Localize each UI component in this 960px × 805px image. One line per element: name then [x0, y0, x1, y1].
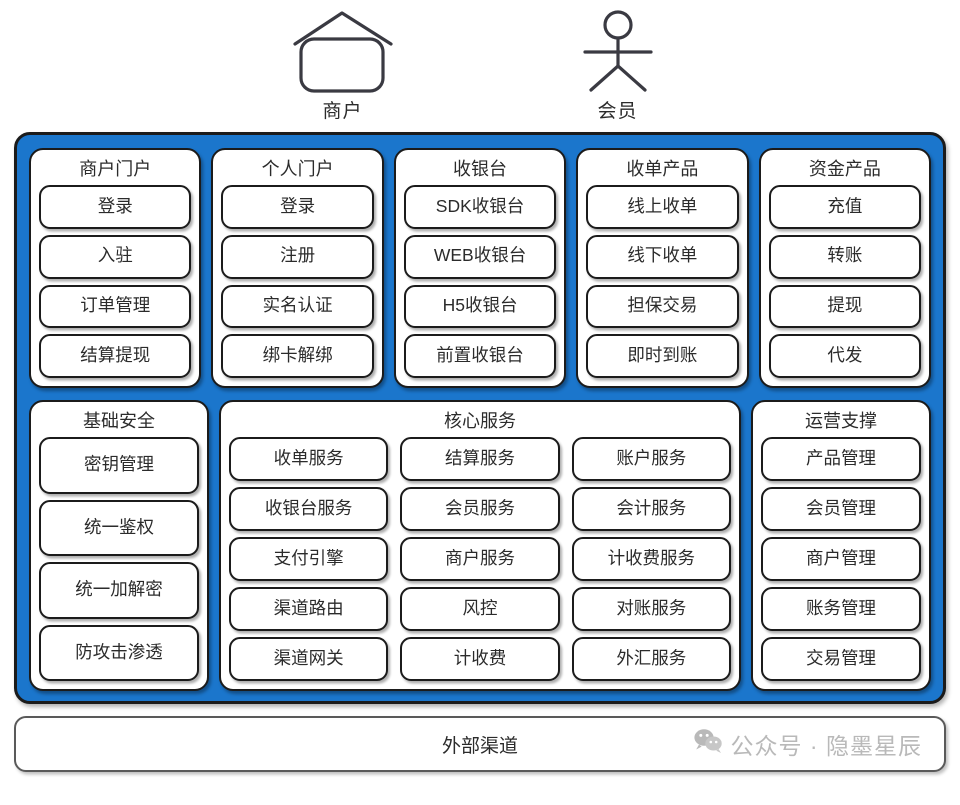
leaf-item[interactable]: 统一加解密 [39, 562, 199, 619]
person-icon [573, 8, 663, 94]
leaf-item[interactable]: 风控 [400, 587, 560, 632]
leaf-item[interactable]: 担保交易 [586, 284, 739, 329]
leaf-item[interactable]: 计收费 [400, 637, 560, 682]
external-channel-bar[interactable]: 外部渠道 公众号 · 隐墨星辰 [14, 716, 946, 772]
group-title: 收单产品 [626, 159, 699, 179]
leaf-item[interactable]: 账务管理 [761, 587, 921, 632]
leaf-item[interactable]: 线上收单 [586, 185, 739, 229]
group-items: 密钥管理 统一鉴权 统一加解密 防攻击渗透 [39, 437, 199, 682]
leaf-item[interactable]: 会计服务 [571, 487, 731, 532]
actor-label: 会员 [597, 101, 638, 122]
leaf-item[interactable]: 订单管理 [39, 284, 192, 329]
actor-label: 商户 [322, 101, 363, 122]
leaf-item[interactable]: 入驻 [39, 234, 192, 279]
core-services-column: 收单服务 收银台服务 支付引擎 渠道路由 渠道网关 [229, 437, 389, 682]
group-title: 商户门户 [79, 159, 152, 179]
leaf-item[interactable]: 前置收银台 [403, 334, 557, 379]
platform-bottom-row: 基础安全 密钥管理 统一鉴权 统一加解密 防攻击渗透 核心服务 收单服务 收银台… [29, 400, 931, 691]
group-items: 线上收单 线下收单 担保交易 即时到账 [586, 185, 739, 379]
group-core-services[interactable]: 核心服务 收单服务 收银台服务 支付引擎 渠道路由 渠道网关 结算服务 会员服务… [219, 400, 741, 691]
leaf-item[interactable]: 防攻击渗透 [39, 624, 199, 682]
group-items: 登录 注册 实名认证 绑卡解绑 [221, 185, 374, 379]
leaf-item[interactable]: 支付引擎 [229, 537, 389, 582]
leaf-item[interactable]: SDK收银台 [403, 185, 557, 229]
group-acquiring-products[interactable]: 收单产品 线上收单 线下收单 担保交易 即时到账 [576, 148, 749, 388]
group-title: 资金产品 [808, 159, 881, 179]
leaf-item[interactable]: 会员服务 [400, 487, 560, 532]
leaf-item[interactable]: 登录 [221, 185, 374, 229]
watermark-text: 公众号 · 隐墨星辰 [730, 733, 922, 759]
leaf-item[interactable]: 线下收单 [586, 234, 739, 279]
group-items: 登录 入驻 订单管理 结算提现 [39, 185, 192, 379]
leaf-item[interactable]: 结算服务 [400, 437, 560, 482]
leaf-item[interactable]: 计收费服务 [571, 537, 731, 582]
leaf-item[interactable]: 转账 [768, 234, 922, 279]
leaf-item[interactable]: WEB收银台 [403, 234, 557, 279]
leaf-item[interactable]: 绑卡解绑 [221, 334, 374, 379]
watermark: 公众号 · 隐墨星辰 [693, 727, 922, 761]
group-personal-portal[interactable]: 个人门户 登录 注册 实名认证 绑卡解绑 [211, 148, 384, 388]
group-items: 产品管理 会员管理 商户管理 账务管理 交易管理 [761, 437, 921, 682]
house-icon [287, 8, 399, 94]
group-title: 基础安全 [83, 411, 155, 431]
platform-top-row: 商户门户 登录 入驻 订单管理 结算提现 个人门户 登录 注册 实名认证 绑卡解… [29, 148, 932, 388]
leaf-item[interactable]: 渠道路由 [229, 587, 389, 632]
actor-member: 会员 [553, 8, 683, 123]
core-services-columns: 收单服务 收银台服务 支付引擎 渠道路由 渠道网关 结算服务 会员服务 商户服务… [229, 437, 731, 682]
group-cashier[interactable]: 收银台 SDK收银台 WEB收银台 H5收银台 前置收银台 [393, 148, 567, 388]
group-fund-products[interactable]: 资金产品 充值 转账 提现 代发 [758, 148, 932, 388]
leaf-item[interactable]: 统一鉴权 [39, 499, 199, 557]
platform-container: 商户门户 登录 入驻 订单管理 结算提现 个人门户 登录 注册 实名认证 绑卡解… [14, 132, 946, 704]
wechat-icon [693, 728, 723, 760]
leaf-item[interactable]: 密钥管理 [39, 437, 199, 494]
actor-merchant: 商户 [278, 8, 408, 123]
external-channel-label: 外部渠道 [441, 735, 518, 757]
group-operations-support[interactable]: 运营支撑 产品管理 会员管理 商户管理 账务管理 交易管理 [751, 400, 931, 691]
group-title: 运营支撑 [805, 411, 877, 431]
group-basic-security[interactable]: 基础安全 密钥管理 统一鉴权 统一加解密 防攻击渗透 [29, 400, 209, 691]
core-services-column: 账户服务 会计服务 计收费服务 对账服务 外汇服务 [571, 437, 731, 682]
leaf-item[interactable]: H5收银台 [403, 284, 557, 329]
leaf-item[interactable]: 充值 [768, 185, 922, 229]
leaf-item[interactable]: 会员管理 [761, 487, 921, 532]
leaf-item[interactable]: 结算提现 [39, 334, 192, 379]
leaf-item[interactable]: 渠道网关 [229, 637, 389, 682]
leaf-item[interactable]: 注册 [221, 234, 374, 279]
leaf-item[interactable]: 账户服务 [571, 437, 731, 482]
leaf-item[interactable]: 收单服务 [229, 437, 389, 482]
leaf-item[interactable]: 即时到账 [586, 334, 739, 379]
leaf-item[interactable]: 对账服务 [571, 587, 731, 632]
leaf-item[interactable]: 商户服务 [400, 537, 560, 582]
leaf-item[interactable]: 登录 [39, 185, 192, 229]
group-merchant-portal[interactable]: 商户门户 登录 入驻 订单管理 结算提现 [29, 148, 202, 388]
leaf-item[interactable]: 代发 [768, 334, 922, 379]
group-title: 个人门户 [261, 159, 334, 179]
leaf-item[interactable]: 交易管理 [761, 637, 921, 682]
group-title: 收银台 [453, 159, 508, 179]
group-items: 充值 转账 提现 代发 [768, 185, 922, 379]
leaf-item[interactable]: 收银台服务 [229, 487, 389, 532]
leaf-item[interactable]: 外汇服务 [571, 637, 731, 682]
leaf-item[interactable]: 提现 [768, 284, 922, 329]
group-title: 核心服务 [444, 411, 516, 431]
leaf-item[interactable]: 产品管理 [761, 437, 921, 482]
leaf-item[interactable]: 商户管理 [761, 537, 921, 582]
actors-row: 商户 会员 [0, 0, 960, 132]
group-items: SDK收银台 WEB收银台 H5收银台 前置收银台 [403, 185, 557, 379]
leaf-item[interactable]: 实名认证 [221, 284, 374, 329]
core-services-column: 结算服务 会员服务 商户服务 风控 计收费 [400, 437, 560, 682]
